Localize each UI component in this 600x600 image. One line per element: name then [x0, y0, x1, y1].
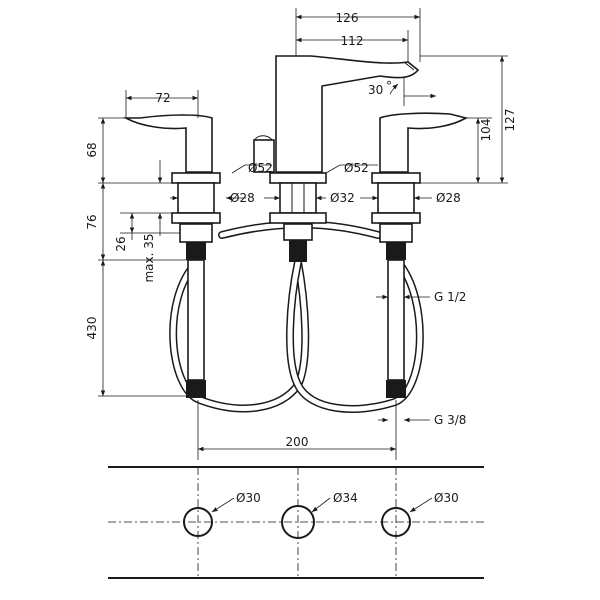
label-nut-height: 26 — [114, 236, 128, 251]
dimension-labels: 126 112 72 30 ° Ø52 Ø52 Ø28 Ø32 Ø28 G 1/… — [85, 11, 517, 505]
label-spout-height-upper: 104 — [479, 119, 493, 142]
label-hole-left: Ø30 — [236, 491, 261, 505]
label-handle-height: 68 — [85, 142, 99, 157]
label-max-thickness: max. 35 — [142, 233, 156, 282]
dimension-lines — [100, 14, 505, 452]
label-thread-upper: G 1/2 — [434, 290, 466, 304]
label-degree: ° — [386, 79, 392, 93]
label-hole-right: Ø30 — [434, 491, 459, 505]
label-flange-left: Ø52 — [248, 161, 273, 175]
label-spout-height-total: 127 — [503, 109, 517, 132]
label-mount-height: 76 — [85, 214, 99, 229]
label-spout-reach: 112 — [341, 34, 364, 48]
hole-left-circle — [183, 507, 213, 537]
label-thread-lower: G 3/8 — [434, 413, 466, 427]
diameter-leaders — [170, 164, 432, 423]
label-handle-width: 72 — [155, 91, 170, 105]
label-hole-center: Ø34 — [333, 491, 358, 505]
label-shank-right: Ø28 — [436, 191, 461, 205]
label-shank-center: Ø32 — [330, 191, 355, 205]
countertop-hole-plan — [108, 466, 484, 579]
label-flange-center: Ø52 — [344, 161, 369, 175]
right-handle-valve — [371, 112, 469, 398]
label-spout-angle: 30 — [368, 83, 383, 97]
label-shank-left: Ø28 — [230, 191, 255, 205]
label-hole-spacing: 200 — [286, 435, 309, 449]
label-hose-length: 430 — [85, 317, 99, 340]
center-spout — [253, 55, 420, 262]
label-spout-width: 126 — [336, 11, 359, 25]
hole-right-circle — [381, 507, 411, 537]
hole-center-circle — [281, 505, 315, 539]
